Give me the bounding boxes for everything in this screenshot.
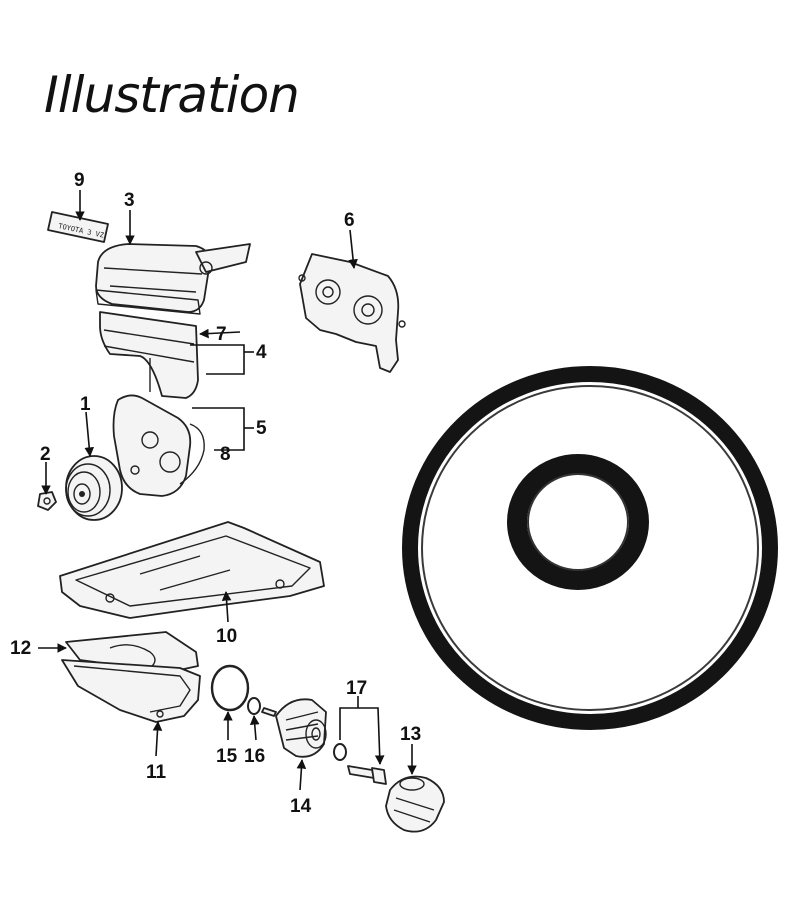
seal-ring-small <box>507 454 649 590</box>
callout-12: 12 <box>10 638 31 659</box>
callout-5: 5 <box>256 418 267 439</box>
part-oil-pan-upper <box>59 521 325 619</box>
part-lower-cover <box>112 394 205 497</box>
part-gasket-7 <box>95 289 201 315</box>
part-washer-16 <box>247 697 261 715</box>
part-oil-cooler <box>261 698 327 758</box>
callout-14: 14 <box>290 796 312 817</box>
callout-13: 13 <box>400 724 421 745</box>
callout-2: 2 <box>40 444 51 465</box>
callout-15: 15 <box>216 746 238 767</box>
callout-16: 16 <box>244 746 265 767</box>
part-oring-15 <box>210 664 250 712</box>
callout-3: 3 <box>124 190 135 211</box>
callout-6: 6 <box>344 210 355 231</box>
page-title: Illustration <box>44 66 300 124</box>
callout-9: 9 <box>74 170 85 191</box>
leader-lines <box>38 190 417 791</box>
callout-11: 11 <box>146 762 167 783</box>
callout-1: 1 <box>80 394 91 415</box>
part-rear-plate <box>298 253 406 373</box>
callout-7: 7 <box>216 324 227 345</box>
part-crank-pulley <box>65 455 123 521</box>
part-upper-cover <box>95 243 251 313</box>
part-oil-filter <box>385 775 445 833</box>
part-oil-pan-lower <box>61 659 201 723</box>
callout-8: 8 <box>220 444 231 465</box>
part-bolt-2 <box>37 491 57 511</box>
callout-10: 10 <box>216 626 237 647</box>
callout-4: 4 <box>256 342 267 363</box>
part-union-bolt <box>333 743 387 785</box>
callout-labels: 9 3 6 7 4 5 8 1 2 10 12 11 15 16 14 17 1… <box>10 170 421 817</box>
part-name-plate: TOYOTA 3 VZ <box>47 211 109 243</box>
part-intermediate-cover <box>99 311 199 399</box>
callout-17: 17 <box>346 678 367 699</box>
seal-ring-large <box>402 366 778 730</box>
